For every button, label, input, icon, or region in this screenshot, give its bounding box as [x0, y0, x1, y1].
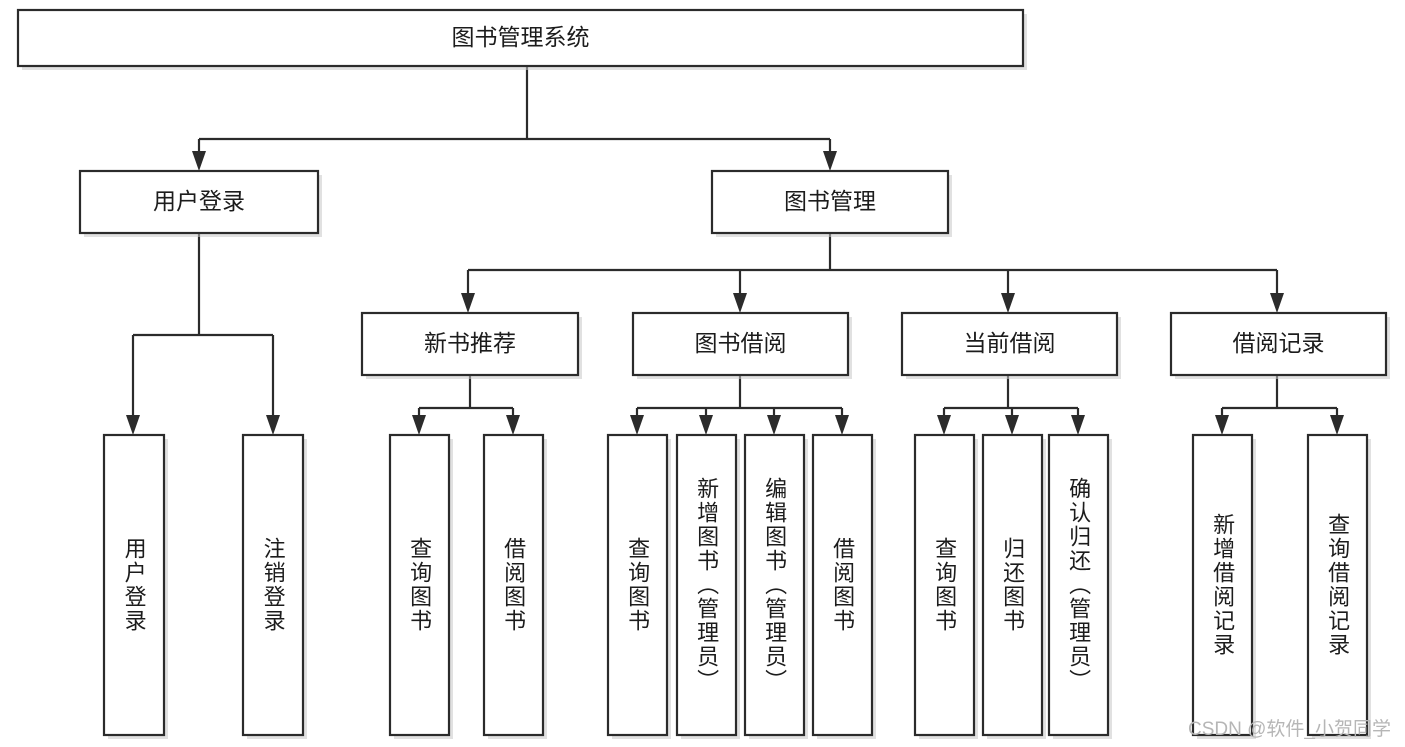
node-leaf-7[interactable] [811, 433, 874, 737]
node-root-图书管理系统[interactable] [16, 8, 1025, 68]
node-boxes-layer [16, 8, 1390, 739]
books-to-level3-arrow-icon [461, 293, 475, 313]
node-leaf-10[interactable] [1047, 433, 1110, 737]
root-to-level2-arrow-icon [192, 151, 206, 171]
current-to-leaves-arrow-icon [937, 415, 951, 435]
newbook-to-leaves-arrow-icon [412, 415, 426, 435]
current-to-leaves-arrow-icon [1005, 415, 1019, 435]
books-to-level3-arrow-icon [733, 293, 747, 313]
record-to-leaves-arrow-icon [1215, 415, 1229, 435]
connector-edges-layer [126, 66, 1344, 435]
node-label-level2-1: 图书管理 [784, 188, 876, 214]
node-leaf-11[interactable] [1191, 433, 1254, 737]
node-level3-3[interactable] [1169, 311, 1388, 377]
root-to-level2-arrow-icon [823, 151, 837, 171]
node-label-level2-0: 用户登录 [153, 188, 245, 214]
current-to-leaves-arrow-icon [1071, 415, 1085, 435]
node-level3-0[interactable] [360, 311, 580, 377]
node-leaf-8[interactable] [913, 433, 976, 737]
node-label-level3-0: 新书推荐 [424, 330, 516, 356]
csdn-watermark: CSDN @软件_小贺同学 [1188, 719, 1391, 740]
borrow-to-leaves-arrow-icon [835, 415, 849, 435]
node-level2-1[interactable] [710, 169, 950, 235]
node-level3-2[interactable] [900, 311, 1119, 377]
newbook-to-leaves-arrow-icon [506, 415, 520, 435]
node-label-level3-1: 图书借阅 [695, 330, 787, 356]
node-level3-1[interactable] [631, 311, 850, 377]
node-leaf-4[interactable] [606, 433, 669, 737]
borrow-to-leaves-arrow-icon [767, 415, 781, 435]
node-leaf-5[interactable] [675, 433, 738, 737]
login-to-leaves-arrow-icon [266, 415, 280, 435]
login-to-leaves-arrow-icon [126, 415, 140, 435]
borrow-to-leaves-arrow-icon [699, 415, 713, 435]
record-to-leaves-arrow-icon [1330, 415, 1344, 435]
node-label-level3-3: 借阅记录 [1233, 330, 1325, 356]
node-label-level3-2: 当前借阅 [964, 330, 1056, 356]
node-leaf-9[interactable] [981, 433, 1044, 737]
books-to-level3-arrow-icon [1001, 293, 1015, 313]
node-leaf-6[interactable] [743, 433, 806, 737]
borrow-to-leaves-arrow-icon [630, 415, 644, 435]
node-leaf-0[interactable] [102, 433, 166, 737]
node-leaf-1[interactable] [241, 433, 305, 737]
node-leaf-12[interactable] [1306, 433, 1369, 737]
node-leaf-3[interactable] [482, 433, 545, 737]
node-label-root: 图书管理系统 [452, 24, 590, 50]
node-level2-0[interactable] [78, 169, 320, 235]
books-to-level3-arrow-icon [1270, 293, 1284, 313]
node-leaf-2[interactable] [388, 433, 451, 737]
